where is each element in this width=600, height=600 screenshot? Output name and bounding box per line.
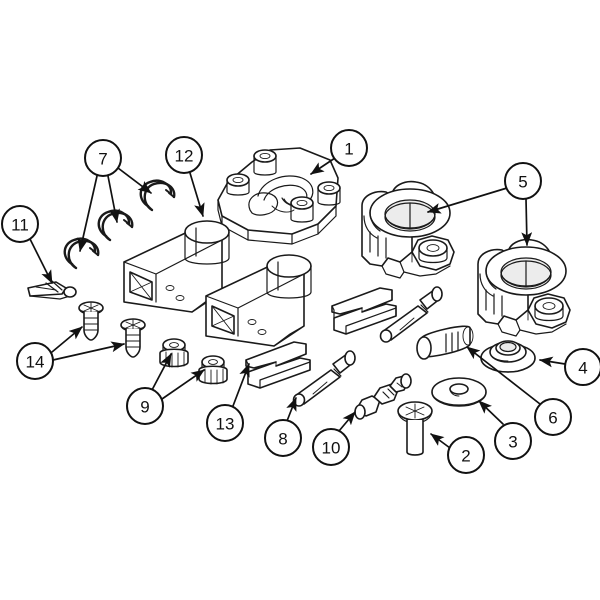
- part-u-clip-upper[interactable]: [331, 287, 397, 335]
- part-grease-nipple[interactable]: [354, 373, 412, 420]
- callout-label-14: 14: [26, 353, 45, 372]
- callout-label-6: 6: [548, 409, 557, 428]
- callout-label-1: 1: [344, 140, 353, 159]
- callout-7[interactable]: 7: [84, 139, 122, 177]
- callout-circle-12[interactable]: [165, 136, 203, 174]
- part-spacer-sleeve[interactable]: [416, 325, 474, 360]
- leader-line-1: [310, 157, 336, 175]
- callout-14[interactable]: 14: [16, 342, 54, 380]
- leader-line-2: [430, 433, 451, 449]
- callout-label-5: 5: [518, 173, 527, 192]
- part-mounting-plate[interactable]: [217, 147, 341, 245]
- callout-circle-5[interactable]: [504, 162, 542, 200]
- leader-line-4: [539, 356, 566, 368]
- leader-line-14a: [51, 326, 83, 353]
- callout-circle-11[interactable]: [1, 205, 39, 243]
- callout-circle-8[interactable]: [264, 419, 302, 457]
- callout-label-2: 2: [461, 447, 470, 466]
- callout-label-9: 9: [140, 398, 149, 417]
- part-stepped-bushing[interactable]: [480, 340, 536, 373]
- callout-label-4: 4: [578, 359, 587, 378]
- leader-line-8: [286, 397, 297, 422]
- callout-label-10: 10: [322, 439, 341, 458]
- leader-line-9b: [161, 369, 205, 400]
- callout-9[interactable]: 9: [126, 387, 164, 425]
- callout-label-3: 3: [508, 433, 517, 452]
- callout-circle-4[interactable]: [564, 348, 600, 386]
- callout-3[interactable]: 3: [494, 422, 532, 460]
- part-connector-block-lower[interactable]: [205, 254, 312, 347]
- callout-4[interactable]: 4: [564, 348, 600, 386]
- callout-label-12: 12: [175, 147, 194, 166]
- callout-10[interactable]: 10: [312, 428, 350, 466]
- callout-circle-6[interactable]: [534, 398, 572, 436]
- callout-6[interactable]: 6: [534, 398, 572, 436]
- callout-11[interactable]: 11: [1, 205, 39, 243]
- leader-line-7a: [77, 175, 98, 252]
- callout-label-13: 13: [216, 415, 235, 434]
- callout-layer: 1 2 3 4 5 6 7 8: [1, 129, 600, 474]
- callout-circle-13[interactable]: [206, 404, 244, 442]
- callout-circle-2[interactable]: [447, 436, 485, 474]
- callout-circle-7[interactable]: [84, 139, 122, 177]
- callout-13[interactable]: 13: [206, 404, 244, 442]
- part-pan-head-screw[interactable]: [397, 401, 433, 456]
- leader-line-9a: [151, 353, 172, 391]
- callout-circle-14[interactable]: [16, 342, 54, 380]
- callout-8[interactable]: 8: [264, 419, 302, 457]
- leader-line-7c: [117, 167, 152, 194]
- part-tapping-screw-a[interactable]: [78, 301, 104, 341]
- part-clevis-pin-upper[interactable]: [379, 286, 443, 343]
- callout-12[interactable]: 12: [165, 136, 203, 174]
- part-bearing-housing-lower[interactable]: [477, 238, 571, 337]
- part-bearing-housing-upper[interactable]: [361, 180, 455, 279]
- leader-line-6: [466, 346, 541, 405]
- callout-circle-1[interactable]: [330, 129, 368, 167]
- leader-line-10: [338, 411, 356, 432]
- callout-label-11: 11: [11, 216, 29, 235]
- callout-circle-9[interactable]: [126, 387, 164, 425]
- leader-line-11: [29, 238, 53, 284]
- leader-line-3: [478, 400, 504, 425]
- leader-line-13: [232, 363, 250, 407]
- leader-line-5a: [427, 187, 508, 214]
- callout-circle-10[interactable]: [312, 428, 350, 466]
- callout-5[interactable]: 5: [504, 162, 542, 200]
- leader-line-14b: [52, 341, 125, 361]
- leader-line-5b: [521, 198, 533, 246]
- callout-circle-3[interactable]: [494, 422, 532, 460]
- part-tapping-screw-b[interactable]: [120, 318, 146, 358]
- callout-label-8: 8: [278, 430, 287, 449]
- part-shoulder-stud-b[interactable]: [198, 355, 228, 385]
- leader-line-12: [189, 172, 205, 217]
- leader-line-7b: [107, 175, 120, 223]
- callout-label-7: 7: [98, 150, 107, 169]
- callout-1[interactable]: 1: [330, 129, 368, 167]
- part-connector-block-upper[interactable]: [123, 220, 230, 313]
- callout-2[interactable]: 2: [447, 436, 485, 474]
- part-flat-washer[interactable]: [431, 377, 487, 407]
- part-shoulder-stud-a[interactable]: [159, 338, 189, 368]
